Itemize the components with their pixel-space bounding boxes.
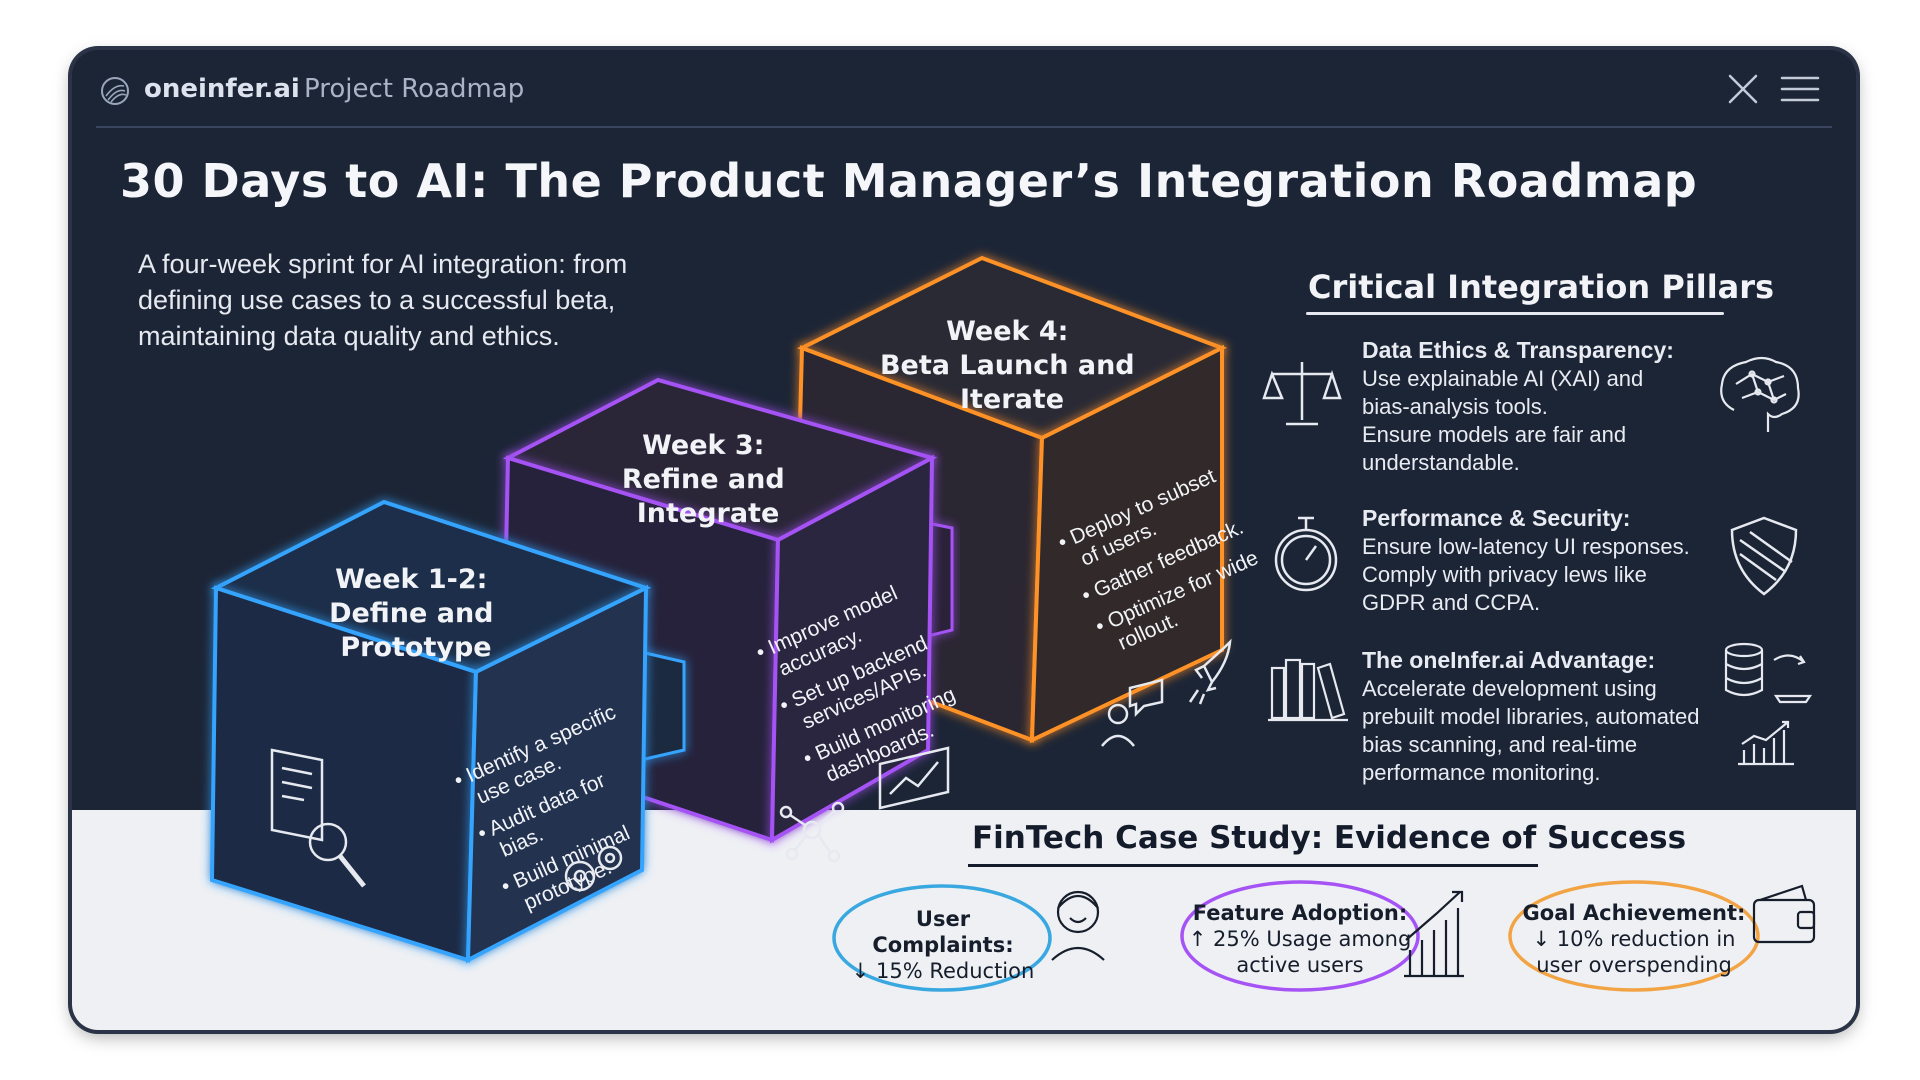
pillar-line: Ensure low-latency UI responses. [1362,534,1690,559]
pillar-line: Ensure models are fair and [1362,422,1627,447]
week-4-title-line: Iterate [960,384,1064,415]
pillar-line: Use explainable AI (XAI) and [1362,366,1644,391]
database-sync-icon [1724,642,1813,704]
bar-chart-icon [1738,720,1794,766]
pillar-heading: Performance & Security [1362,505,1623,531]
metric-value: 15% Reduction [875,959,1035,983]
brand-name: oneinfer.ai [144,74,300,104]
case-study-heading: FinTech Case Study: Evidence of Success [972,820,1687,856]
stopwatch-icon [1274,516,1338,592]
case-study-underline [968,864,1538,867]
week-4-title-line: Beta Launch and [880,350,1135,381]
pillar-line: bias-analysis tools. [1362,394,1548,419]
metric-goal-achievement: Goal Achievement: ↓ 10% reduction in use… [1518,900,1750,978]
metric-label: Feature Adoption: [1192,901,1408,925]
svg-text:Week 1-2: Define and: Week 1-2: Define and Prototype [329,564,503,663]
pillars-underline [1306,312,1724,315]
week-3-title-line: Refine and [622,464,785,495]
user-feedback-icon [1101,678,1164,747]
scales-icon [1262,362,1342,426]
week-1-2-cube [209,499,652,964]
week-3-title-line: Week 3: [642,430,764,461]
pillar-line: bias scanning, and real-time [1362,732,1638,757]
close-icon[interactable] [1726,72,1760,106]
week-4-title-line: Week 4: [946,316,1068,347]
week-3-title-line: Integrate [637,498,780,529]
document-search-icon [270,748,366,888]
pillar-line: performance monitoring. [1362,760,1601,785]
pillar-line: Comply with privacy lews like [1362,562,1647,587]
title-bar-divider [96,126,1832,128]
intro-text: A four-week sprint for AI integration: f… [138,249,628,351]
hamburger-menu-icon[interactable] [1780,74,1820,104]
rocket-icon [1188,638,1232,705]
gears-icon [564,845,623,892]
pillar-oneinfer-advantage: The oneInfer.ai Advantage: Accelerate de… [1362,646,1742,787]
pillar-line: Accelerate development using [1362,676,1657,701]
title-bar: oneinfer.ai Project Roadmap [72,50,1856,128]
dashboard-chart-icon [878,746,950,810]
metric-value: 10% reduction in [1556,927,1736,951]
week-1-2-title-line: Week 1-2: [335,564,487,595]
pillar-performance-security: Performance & Security: Ensure low-laten… [1362,504,1742,617]
metric-label: Goal Achievement: [1522,901,1746,925]
metric-feature-adoption: Feature Adoption: ↑ 25% Usage among acti… [1184,900,1416,978]
svg-text:Week 3: Refine and: Week 3: Refine and Integrate [622,430,794,529]
week-1-2-title-line: Define and [329,598,493,629]
books-icon [1268,658,1348,722]
pillar-data-ethics: Data Ethics & Transparency: Use explaina… [1362,336,1742,477]
metric-value: user overspending [1536,953,1732,977]
logo-icon [101,77,129,105]
network-nodes-icon [779,801,845,863]
pillar-heading: Data Ethics & Transparency [1362,337,1667,363]
pillar-line: GDPR and CCPA. [1362,590,1541,615]
svg-text:Week 4: Beta Launch and: Week 4: Beta Launch and Iterate [880,316,1144,415]
metric-value: 25% Usage among [1213,927,1412,951]
shield-icon [1730,516,1798,596]
pillar-heading: The oneInfer.ai Advantage [1362,647,1648,673]
page-title: 30 Days to AI: The Product Manager’s Int… [120,154,1698,208]
metric-value: active users [1236,953,1364,977]
roadmap-cubes: Week 4: Beta Launch and Iterate Week 3: … [209,255,1262,964]
up-arrow-icon: ↑ [1188,927,1207,951]
metric-label: User Complaints: [872,907,1014,957]
metric-user-complaints: User Complaints: ↓ 15% Reduction [848,906,1038,984]
app-window: oneinfer.ai Project Roadmap 30 Days to A… [72,50,1856,1030]
down-arrow-icon: ↓ [1532,927,1551,951]
pillar-line: understandable. [1362,450,1520,475]
pillars-heading: Critical Integration Pillars [1308,268,1775,306]
pillar-line: prebuilt model libraries, automated [1362,704,1700,729]
week-1-2-title-line: Prototype [340,632,491,663]
window-title: Project Roadmap [304,74,525,104]
down-arrow-icon: ↓ [851,959,870,983]
brain-network-icon [1720,356,1800,432]
